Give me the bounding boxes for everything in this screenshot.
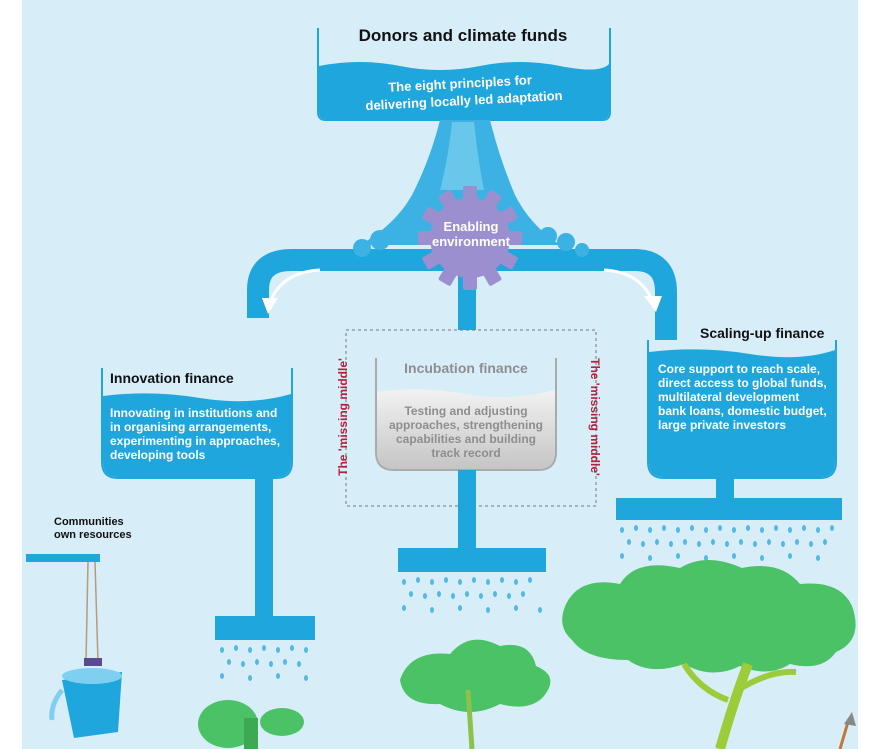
droplets-scaling (620, 525, 834, 561)
bucket-icon (26, 554, 122, 738)
missing-middle-right: The 'missing middle' (587, 358, 602, 476)
enabling-environment-label: Enabling environment (432, 219, 510, 249)
arrow-left-head (262, 298, 278, 314)
incubation-line: Testing and adjusting (404, 404, 528, 418)
incubation-tank (375, 358, 557, 572)
arrow-right-head (644, 296, 662, 312)
innovation-line: experimenting in approaches, (110, 434, 281, 448)
missing-middle-left: The 'missing middle' (335, 358, 350, 476)
communities-line-1: Communities (54, 516, 124, 528)
scaling-line: large private investors (658, 418, 787, 432)
arrow-right (603, 268, 654, 301)
incubation-line: track record (431, 446, 501, 460)
incubation-line: capabilities and building (395, 432, 536, 446)
innovation-line: in organising arrangements, (110, 420, 272, 434)
droplets-innovation (220, 645, 308, 681)
innovation-title: Innovation finance (110, 370, 234, 386)
scaling-line: multilateral development (658, 390, 800, 404)
tree-large (562, 560, 856, 749)
plant-medium (400, 639, 551, 749)
enabling-line-1: Enabling (443, 219, 499, 234)
plant-small (198, 700, 304, 749)
arrow-left (268, 268, 321, 303)
scaling-body: Core support to reach scale, direct acce… (658, 362, 836, 432)
scaling-title: Scaling-up finance (700, 325, 825, 341)
splash-bubbles (353, 200, 589, 257)
incubation-title: Incubation finance (404, 360, 528, 376)
scaling-line: bank loans, domestic budget, (658, 404, 827, 418)
innovation-tank (101, 368, 315, 640)
communities-label: Communities own resources (54, 516, 132, 542)
scaling-line: direct access to global funds, (658, 376, 827, 390)
innovation-line: Innovating in institutions and (110, 406, 278, 420)
scaling-tank (616, 340, 842, 520)
enabling-line-2: environment (432, 234, 511, 249)
central-stream-highlight (440, 122, 484, 190)
shovel-icon (838, 712, 856, 749)
innovation-line: developing tools (110, 448, 206, 462)
scaling-line: Core support to reach scale, (658, 362, 821, 376)
innovation-body: Innovating in institutions and in organi… (110, 406, 290, 462)
droplets-incubation (402, 577, 542, 613)
missing-middle-box (345, 329, 597, 507)
donors-title: Donors and climate funds (358, 26, 568, 45)
communities-line-2: own resources (54, 529, 132, 541)
incubation-line: approaches, strengthening (388, 418, 544, 432)
gear-icon (418, 186, 522, 290)
incubation-body: Testing and adjusting approaches, streng… (376, 404, 556, 460)
